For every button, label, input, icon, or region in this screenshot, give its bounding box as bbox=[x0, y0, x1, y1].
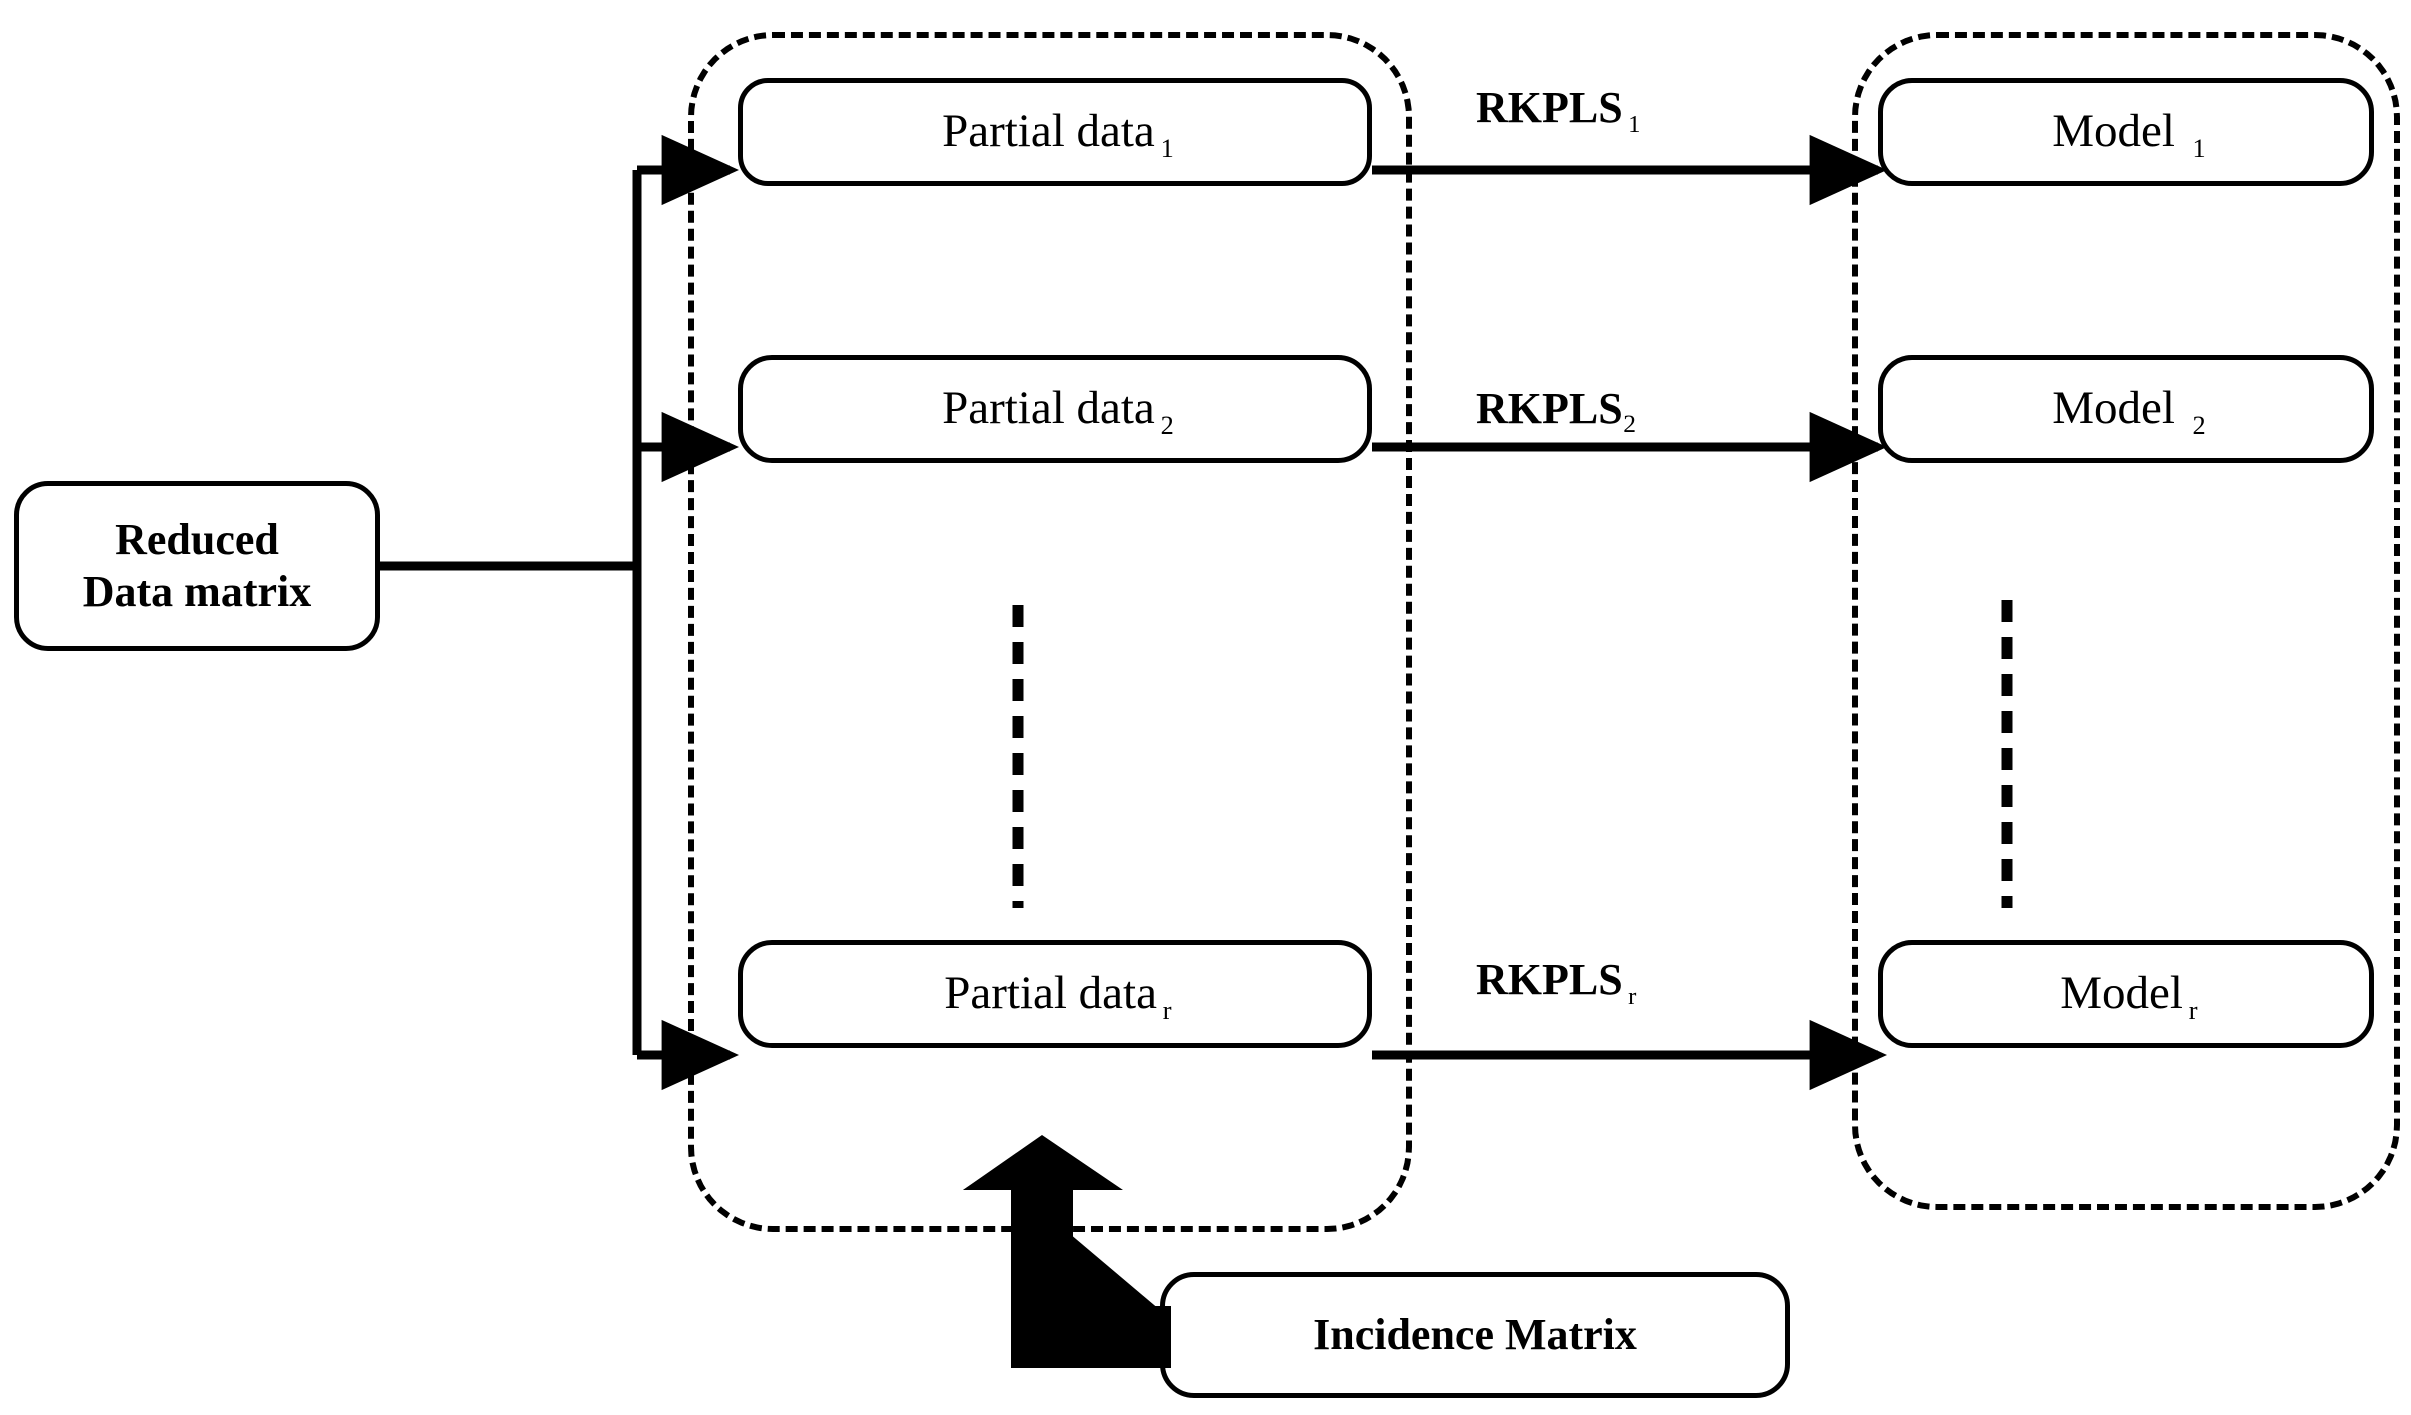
model-box-2[interactable]: Model 2 bbox=[1878, 355, 2374, 463]
partial-data-box-1-fill bbox=[738, 78, 1372, 186]
reduced-data-matrix-box[interactable]: Reduced Data matrix bbox=[14, 481, 380, 651]
trunk-wire bbox=[378, 170, 642, 1055]
model-label-2: Model 2 bbox=[2052, 382, 2206, 440]
incidence-matrix-box[interactable]: Incidence Matrix bbox=[1160, 1272, 1790, 1398]
rkpls-arrows bbox=[1372, 134, 1888, 1091]
rkpls-label-2: RKPLS2 bbox=[1476, 384, 1636, 438]
model-box-1[interactable]: Model 1 bbox=[1878, 78, 2374, 186]
model-group-container bbox=[1852, 32, 2400, 1210]
partial-data-group-container bbox=[688, 32, 1412, 1232]
model-label-1: Model 1 bbox=[2052, 105, 2206, 163]
incidence-matrix-label: Incidence Matrix bbox=[1313, 1310, 1637, 1360]
reduced-data-matrix-label: Reduced Data matrix bbox=[82, 515, 312, 616]
